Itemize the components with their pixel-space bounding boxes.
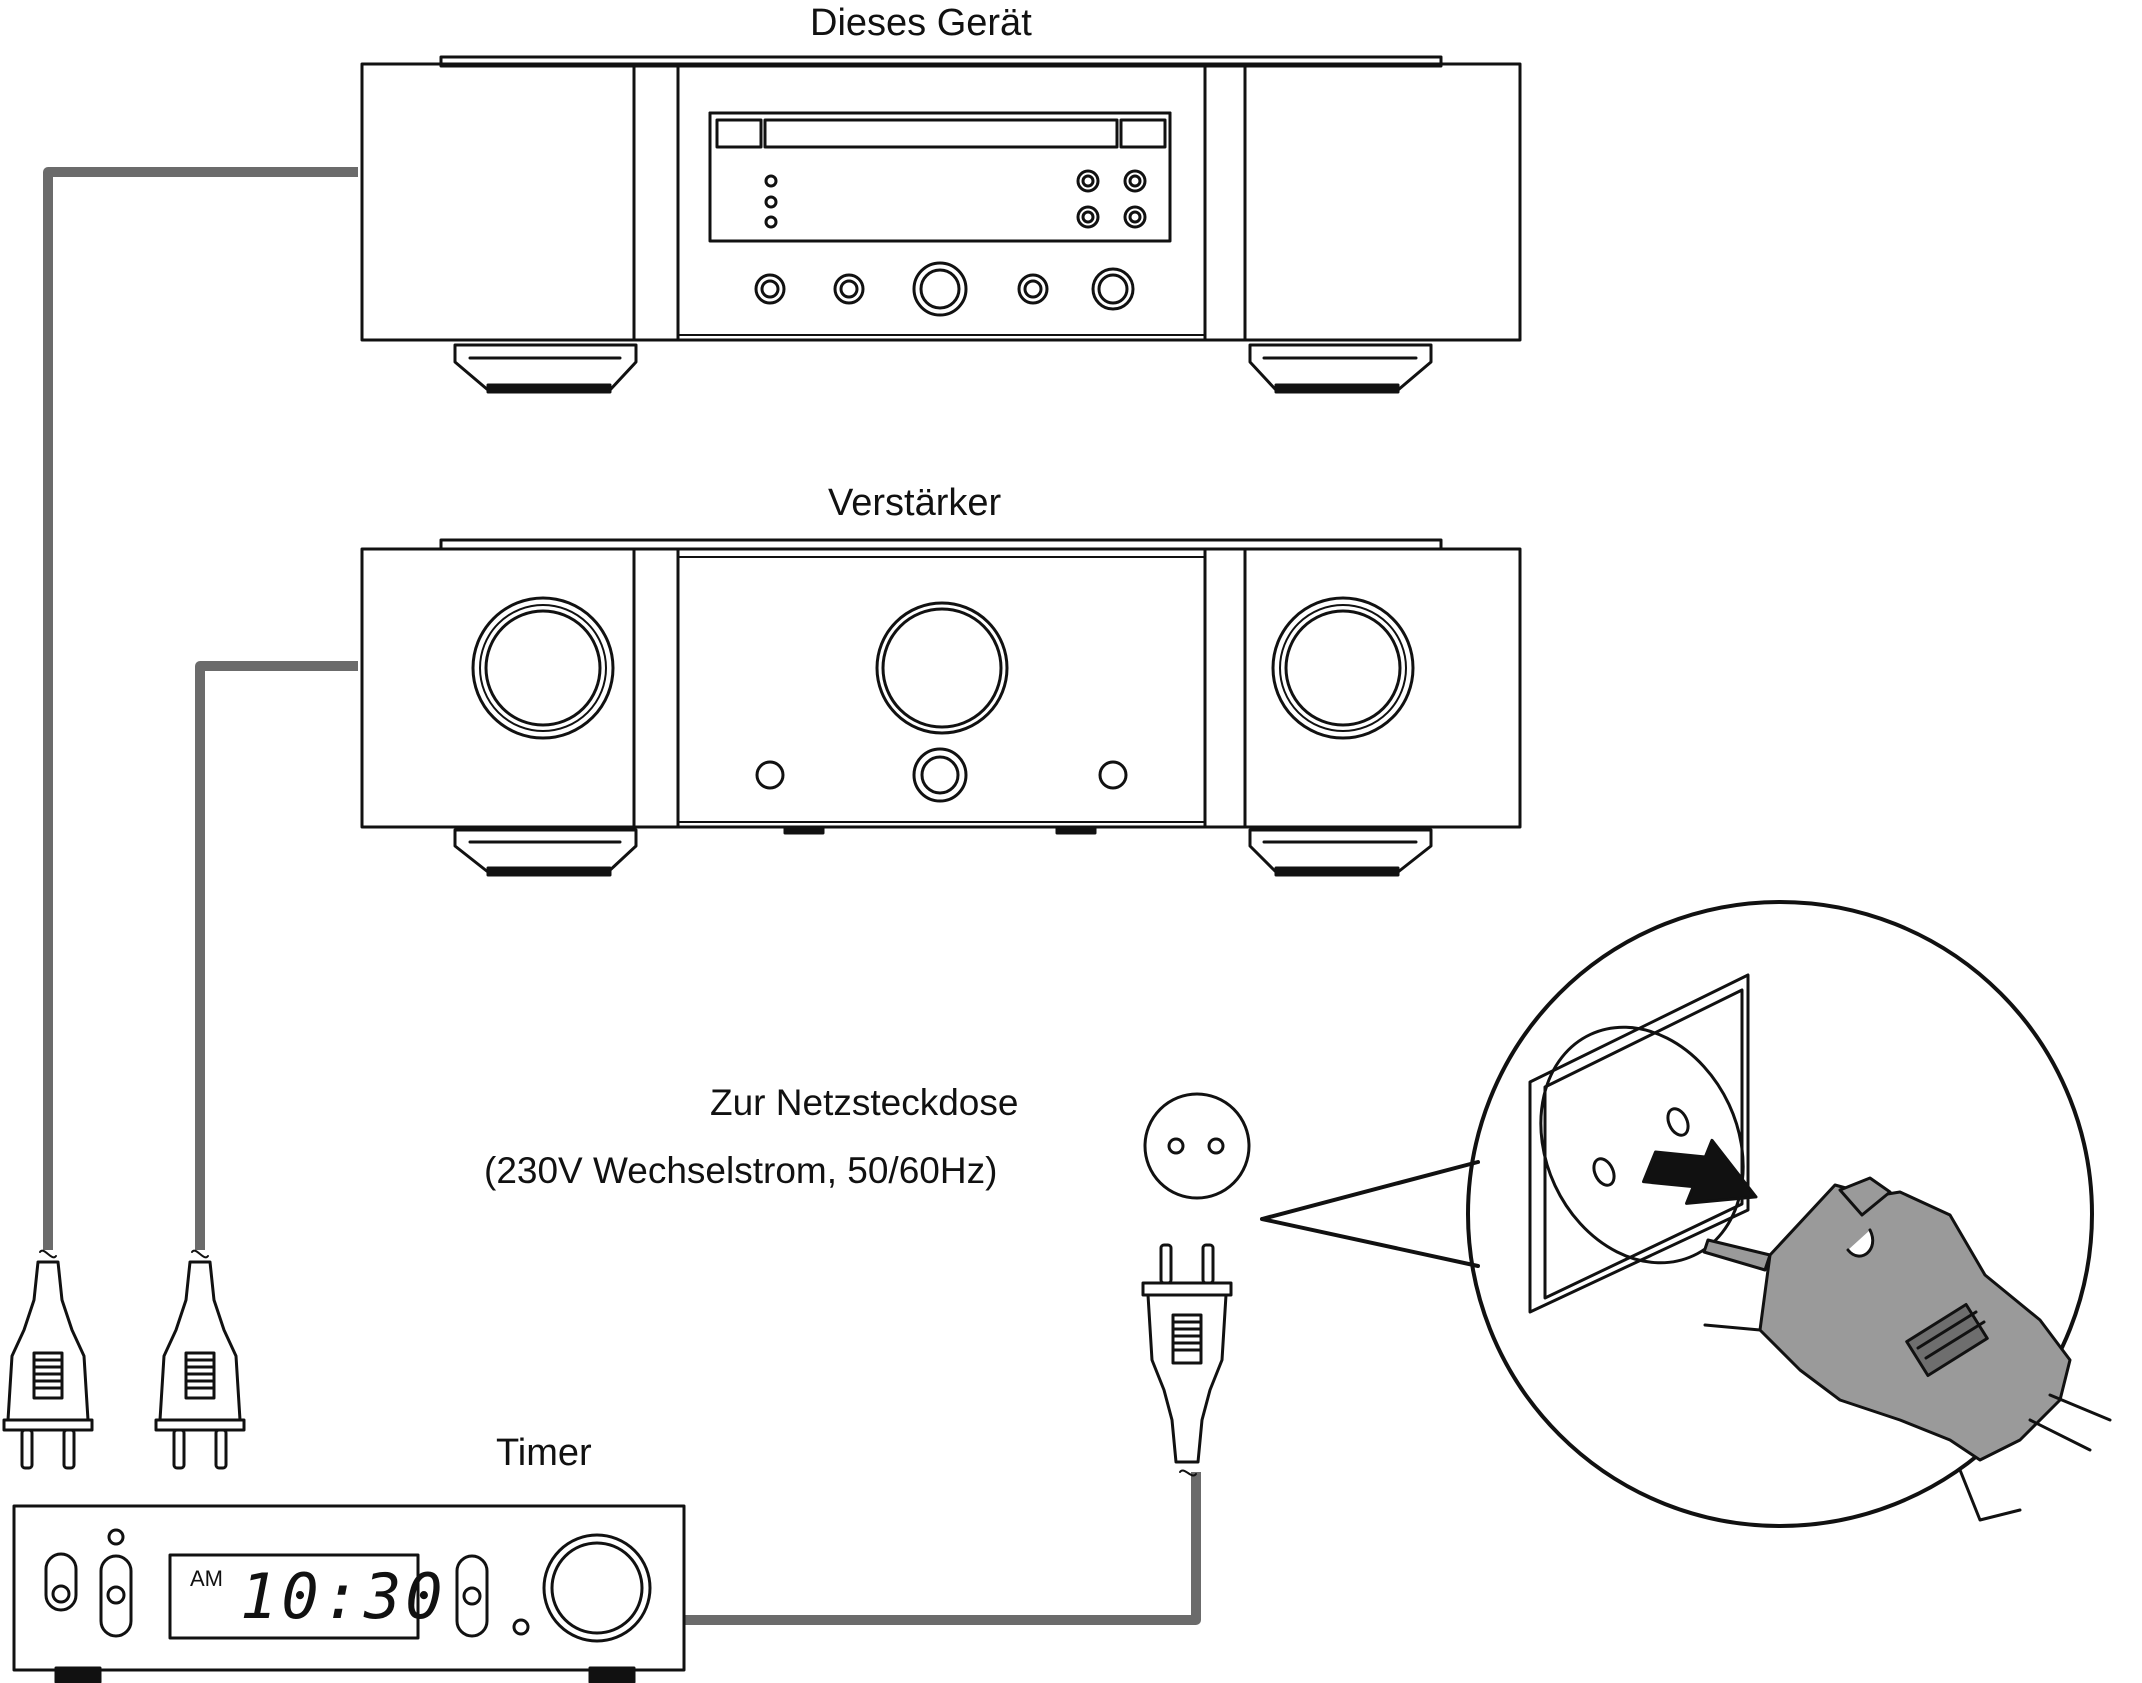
plug-body <box>1146 1293 1228 1464</box>
timer-power-cable <box>684 1472 1201 1625</box>
outlet-title-label: Zur Netzsteckdose <box>710 1082 1019 1123</box>
device-unit <box>360 55 1522 394</box>
front-button <box>833 273 865 305</box>
plug-timer <box>1141 1243 1233 1477</box>
device-label: Dieses Gerät <box>810 2 1032 44</box>
amplifier-body <box>360 547 1522 829</box>
timer-unit <box>12 1504 686 1683</box>
indicator-led-icon <box>764 215 778 229</box>
amp-power-button <box>912 747 968 803</box>
disc-tray-panel <box>708 111 1172 243</box>
front-button <box>1017 273 1049 305</box>
device-top-edge <box>439 55 1443 68</box>
front-button <box>754 273 786 305</box>
amplifier-power-cable <box>195 661 358 1250</box>
timer-knob <box>542 1533 652 1643</box>
device-foot-left <box>453 343 638 392</box>
amplifier-unit <box>360 538 1522 877</box>
timer-switch <box>99 1554 133 1638</box>
outlet-icon <box>1143 1092 1251 1200</box>
power-cables <box>43 167 1201 1625</box>
device-foot-right <box>1248 343 1433 392</box>
amp-button <box>755 760 785 790</box>
callout-pointer <box>1262 1160 1478 1270</box>
indicator-led-icon <box>764 195 778 209</box>
plug-left <box>2 1249 94 1470</box>
timer-label: Timer <box>496 1432 592 1474</box>
timer-clock-time: 10:30 <box>240 1560 447 1633</box>
socket-callout <box>1260 900 2112 1528</box>
plug-middle <box>154 1249 246 1470</box>
panel-button <box>1076 169 1100 193</box>
indicator-led-icon <box>512 1618 530 1636</box>
right-knob <box>1271 596 1415 740</box>
amp-button <box>1098 760 1128 790</box>
main-knob <box>912 261 968 317</box>
outlet-spec-label: (230V Wechselstrom, 50/60Hz) <box>484 1150 998 1191</box>
panel-button <box>1123 205 1147 229</box>
timer-clock-display <box>168 1553 420 1640</box>
timer-ampm-indicator: AM <box>190 1566 223 1591</box>
front-button <box>1091 267 1135 311</box>
indicator-led-icon <box>764 174 778 188</box>
amplifier-label: Verstärker <box>828 482 1002 524</box>
socket-recess <box>1539 1025 1745 1265</box>
device-body <box>360 62 1522 342</box>
indicator-led-icon <box>107 1528 125 1546</box>
amplifier-foot-left <box>453 828 638 874</box>
left-knob <box>471 596 615 740</box>
timer-switch <box>44 1552 78 1612</box>
timer-switch <box>455 1554 489 1638</box>
device-power-cable <box>43 167 358 1250</box>
insert-arrow-icon <box>1642 1138 1758 1205</box>
volume-knob <box>875 601 1009 735</box>
panel-button <box>1076 205 1100 229</box>
timer-body <box>12 1504 686 1672</box>
panel-button <box>1123 169 1147 193</box>
amplifier-foot-right <box>1248 828 1433 874</box>
